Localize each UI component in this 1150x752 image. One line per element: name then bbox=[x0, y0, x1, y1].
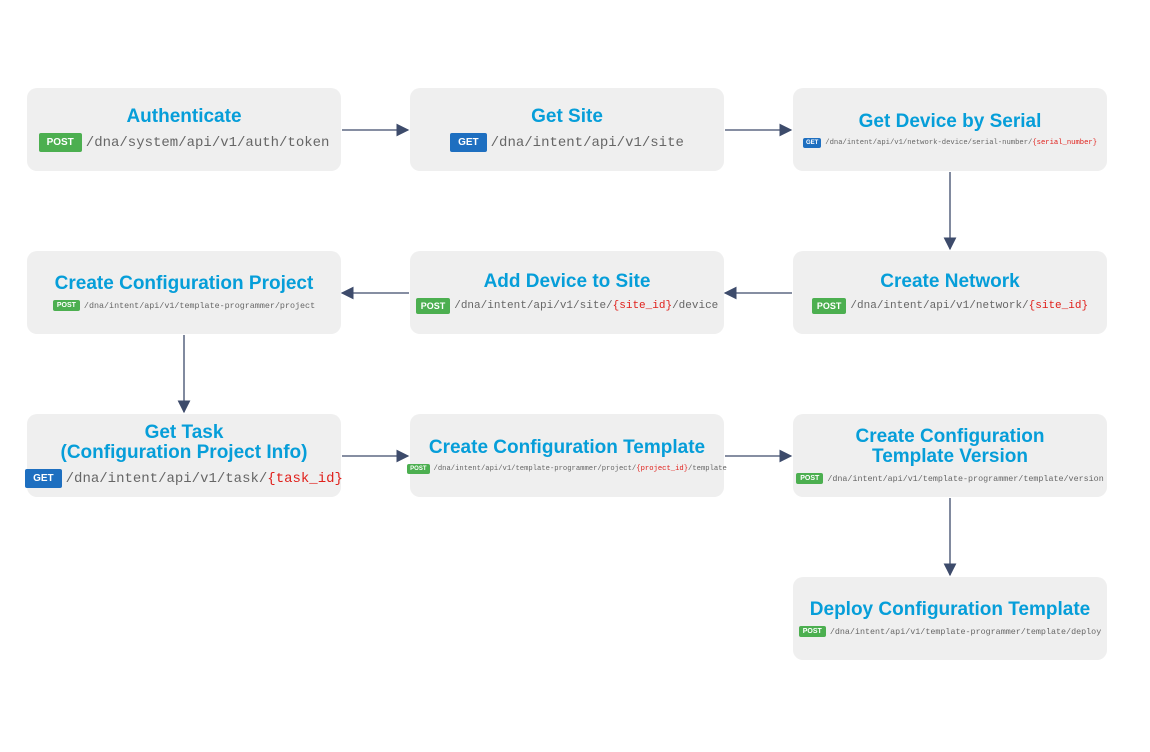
endpoint: POST/dna/intent/api/v1/template-programm… bbox=[407, 463, 727, 474]
endpoint: POST/dna/intent/api/v1/template-programm… bbox=[52, 300, 316, 311]
method-badge: POST bbox=[407, 463, 430, 474]
endpoint-path: /dna/intent/api/v1/site bbox=[490, 134, 684, 151]
path-param: {project_id} bbox=[636, 464, 689, 473]
endpoint-path: /dna/intent/api/v1/template-programmer/p… bbox=[83, 300, 316, 311]
step-box: Get Device by Serial GET/dna/intent/api/… bbox=[793, 88, 1107, 171]
endpoint-path: /dna/intent/api/v1/template-programmer/t… bbox=[827, 473, 1104, 484]
endpoint: POST/dna/intent/api/v1/template-programm… bbox=[796, 473, 1104, 484]
endpoint-path: /dna/intent/api/v1/template-programmer/t… bbox=[829, 626, 1102, 637]
step-box: Create Network POST/dna/intent/api/v1/ne… bbox=[793, 251, 1107, 334]
endpoint: POST/dna/intent/api/v1/network/{site_id} bbox=[811, 297, 1089, 314]
path-param: {site_id} bbox=[1028, 299, 1089, 312]
step-title: Deploy Configuration Template bbox=[809, 599, 1091, 620]
endpoint: GET/dna/intent/api/v1/task/{task_id} bbox=[25, 469, 343, 488]
step-box: Create Configuration Template POST/dna/i… bbox=[407, 414, 727, 497]
method-badge: POST bbox=[811, 297, 847, 314]
endpoint-path: /dna/intent/api/v1/network/ bbox=[850, 299, 1029, 312]
method-badge: POST bbox=[796, 473, 824, 484]
step-title: Get Task (Configuration Project Info) bbox=[60, 422, 308, 463]
method-badge: POST bbox=[38, 133, 82, 152]
step-box: Get Task (Configuration Project Info) GE… bbox=[25, 414, 343, 497]
step-box: Authenticate POST/dna/system/api/v1/auth… bbox=[27, 88, 341, 171]
endpoint-suffix: /template bbox=[688, 464, 727, 473]
method-badge: GET bbox=[450, 133, 487, 152]
path-param: {task_id} bbox=[267, 470, 343, 487]
step-title: Get Site bbox=[531, 106, 603, 127]
endpoint: POST/dna/system/api/v1/auth/token bbox=[38, 133, 330, 152]
endpoint-path: /dna/intent/api/v1/template-programmer/p… bbox=[433, 464, 637, 473]
endpoint: GET/dna/intent/api/v1/network-device/ser… bbox=[802, 137, 1098, 148]
step-title: Create Network bbox=[880, 270, 1020, 292]
endpoint-path: /dna/intent/api/v1/site/ bbox=[454, 299, 613, 312]
step-box: Create Configuration Template Version PO… bbox=[793, 414, 1107, 497]
step-title: Create Configuration Template bbox=[428, 436, 706, 458]
method-badge: GET bbox=[802, 137, 822, 148]
endpoint: POST/dna/intent/api/v1/site/{site_id}/de… bbox=[415, 297, 719, 314]
method-badge: GET bbox=[25, 469, 62, 488]
endpoint: GET/dna/intent/api/v1/site bbox=[450, 133, 684, 152]
endpoint-suffix: /device bbox=[672, 299, 719, 312]
step-title: Create Configuration Project bbox=[54, 273, 314, 294]
step-box: Deploy Configuration Template POST/dna/i… bbox=[793, 577, 1107, 660]
step-box: Get Site GET/dna/intent/api/v1/site bbox=[410, 88, 724, 171]
step-box: Create Configuration Project POST/dna/in… bbox=[27, 251, 341, 334]
method-badge: POST bbox=[798, 626, 826, 637]
method-badge: POST bbox=[415, 297, 451, 314]
path-param: {site_id} bbox=[612, 299, 673, 312]
step-title: Add Device to Site bbox=[483, 270, 651, 292]
step-title: Authenticate bbox=[126, 106, 242, 127]
endpoint-path: /dna/intent/api/v1/network-device/serial… bbox=[825, 138, 1033, 147]
step-title: Get Device by Serial bbox=[858, 110, 1042, 132]
endpoint-path: /dna/system/api/v1/auth/token bbox=[85, 134, 330, 151]
step-box: Add Device to Site POST/dna/intent/api/v… bbox=[410, 251, 724, 334]
method-badge: POST bbox=[52, 300, 80, 311]
endpoint: POST/dna/intent/api/v1/template-programm… bbox=[798, 626, 1102, 637]
path-param: {serial_number} bbox=[1032, 138, 1098, 147]
step-title: Create Configuration Template Version bbox=[855, 426, 1045, 467]
endpoint-path: /dna/intent/api/v1/task/ bbox=[65, 470, 268, 487]
